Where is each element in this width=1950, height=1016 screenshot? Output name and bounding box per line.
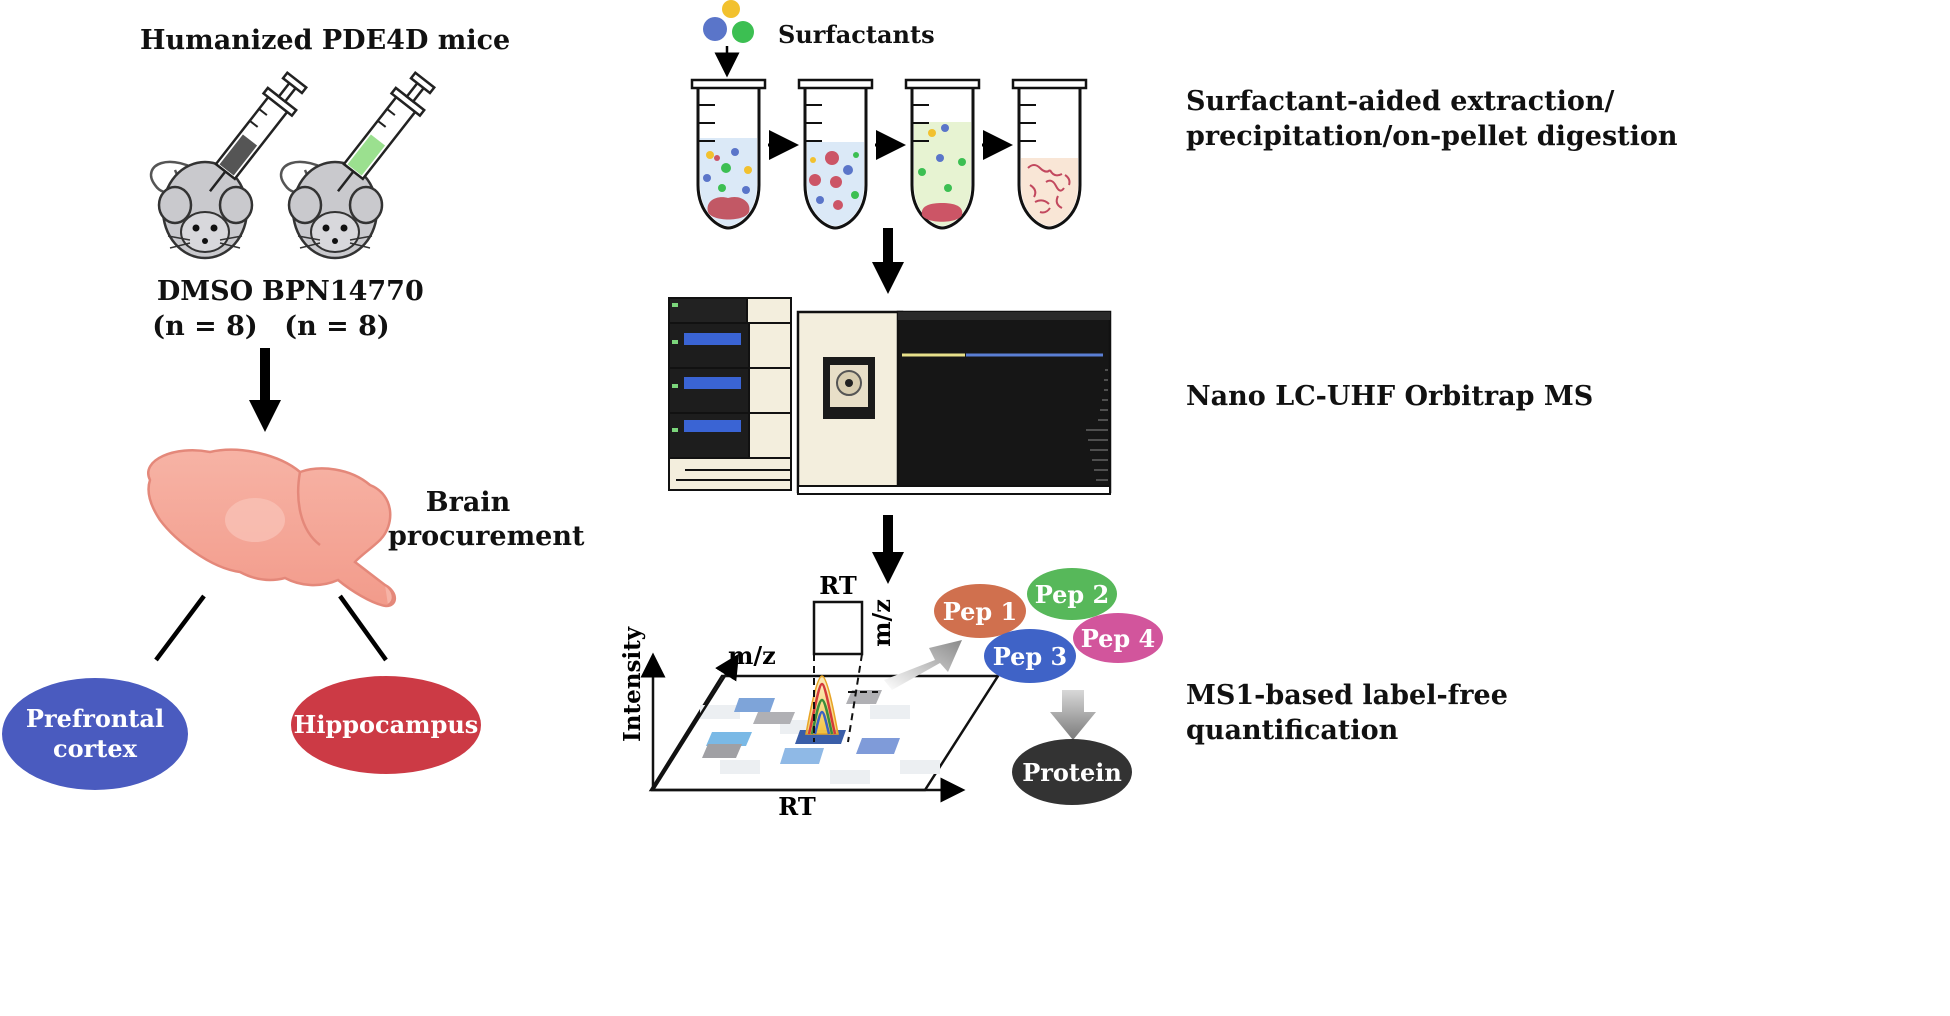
tube-3	[904, 78, 981, 230]
arrow-peptides-to-protein	[1050, 690, 1096, 740]
tube-2	[797, 78, 874, 230]
syringe-bpn14770	[336, 70, 437, 192]
box-mz-label: m/z	[867, 599, 896, 647]
region-prefrontal-cortex: Prefrontal cortex	[2, 678, 188, 790]
region-pfc-line1: Prefrontal	[26, 704, 164, 733]
region-hippocampus: Hippocampus	[291, 676, 481, 774]
svg-text:Protein: Protein	[1022, 758, 1122, 787]
line-to-pfc	[154, 594, 206, 662]
tube-4	[1011, 78, 1088, 230]
ms1-plot: Intensity RT m/z RT m/z	[619, 571, 1001, 821]
region-pfc-line2: cortex	[53, 734, 138, 763]
protein-node: Protein	[1012, 739, 1132, 805]
group-bpn-name: BPN14770	[262, 276, 424, 307]
group-dmso-n: (n = 8)	[152, 311, 258, 342]
svg-text:Pep 4: Pep 4	[1081, 624, 1156, 653]
brain-illustration	[147, 448, 397, 608]
box-rt-label: RT	[819, 571, 857, 600]
step-quant-label: MS1-based label-free quantification	[1186, 680, 1508, 747]
surfactants-label: Surfactants	[778, 20, 935, 49]
mouse-dmso	[149, 160, 254, 260]
step-extraction-label: Surfactant-aided extraction/ precipitati…	[1186, 86, 1678, 153]
surfactant-dots	[703, 0, 754, 43]
peptide-pep1: Pep 1	[934, 584, 1026, 638]
svg-text:Pep 3: Pep 3	[993, 642, 1068, 671]
mouse-bpn14770	[279, 160, 384, 260]
arrow-ms-to-quant	[872, 515, 904, 584]
svg-text:Pep 1: Pep 1	[943, 597, 1018, 626]
group-bpn-n: (n = 8)	[284, 311, 390, 342]
axis-mz: m/z	[728, 641, 776, 670]
arrow-plot-to-peptides	[884, 640, 962, 690]
syringe-dmso	[208, 70, 309, 192]
axis-intensity: Intensity	[619, 626, 646, 742]
peptide-pep3: Pep 3	[984, 629, 1076, 683]
axis-rt: RT	[778, 792, 816, 821]
arrow-tubes-to-ms	[872, 228, 904, 294]
group-dmso-name: DMSO	[156, 276, 254, 307]
step-ms-label: Nano LC-UHF Orbitrap MS	[1186, 381, 1594, 412]
arrow-mice-to-brain	[249, 348, 281, 432]
tube-1	[690, 78, 767, 230]
orbitrap-ms	[796, 310, 1112, 495]
peptide-pep2: Pep 2	[1027, 568, 1117, 620]
svg-text:Pep 2: Pep 2	[1035, 580, 1110, 609]
line-to-hippocampus	[338, 594, 388, 662]
lc-system	[668, 297, 792, 491]
region-hippocampus-label: Hippocampus	[294, 710, 479, 739]
peptide-pep4: Pep 4	[1073, 613, 1163, 663]
